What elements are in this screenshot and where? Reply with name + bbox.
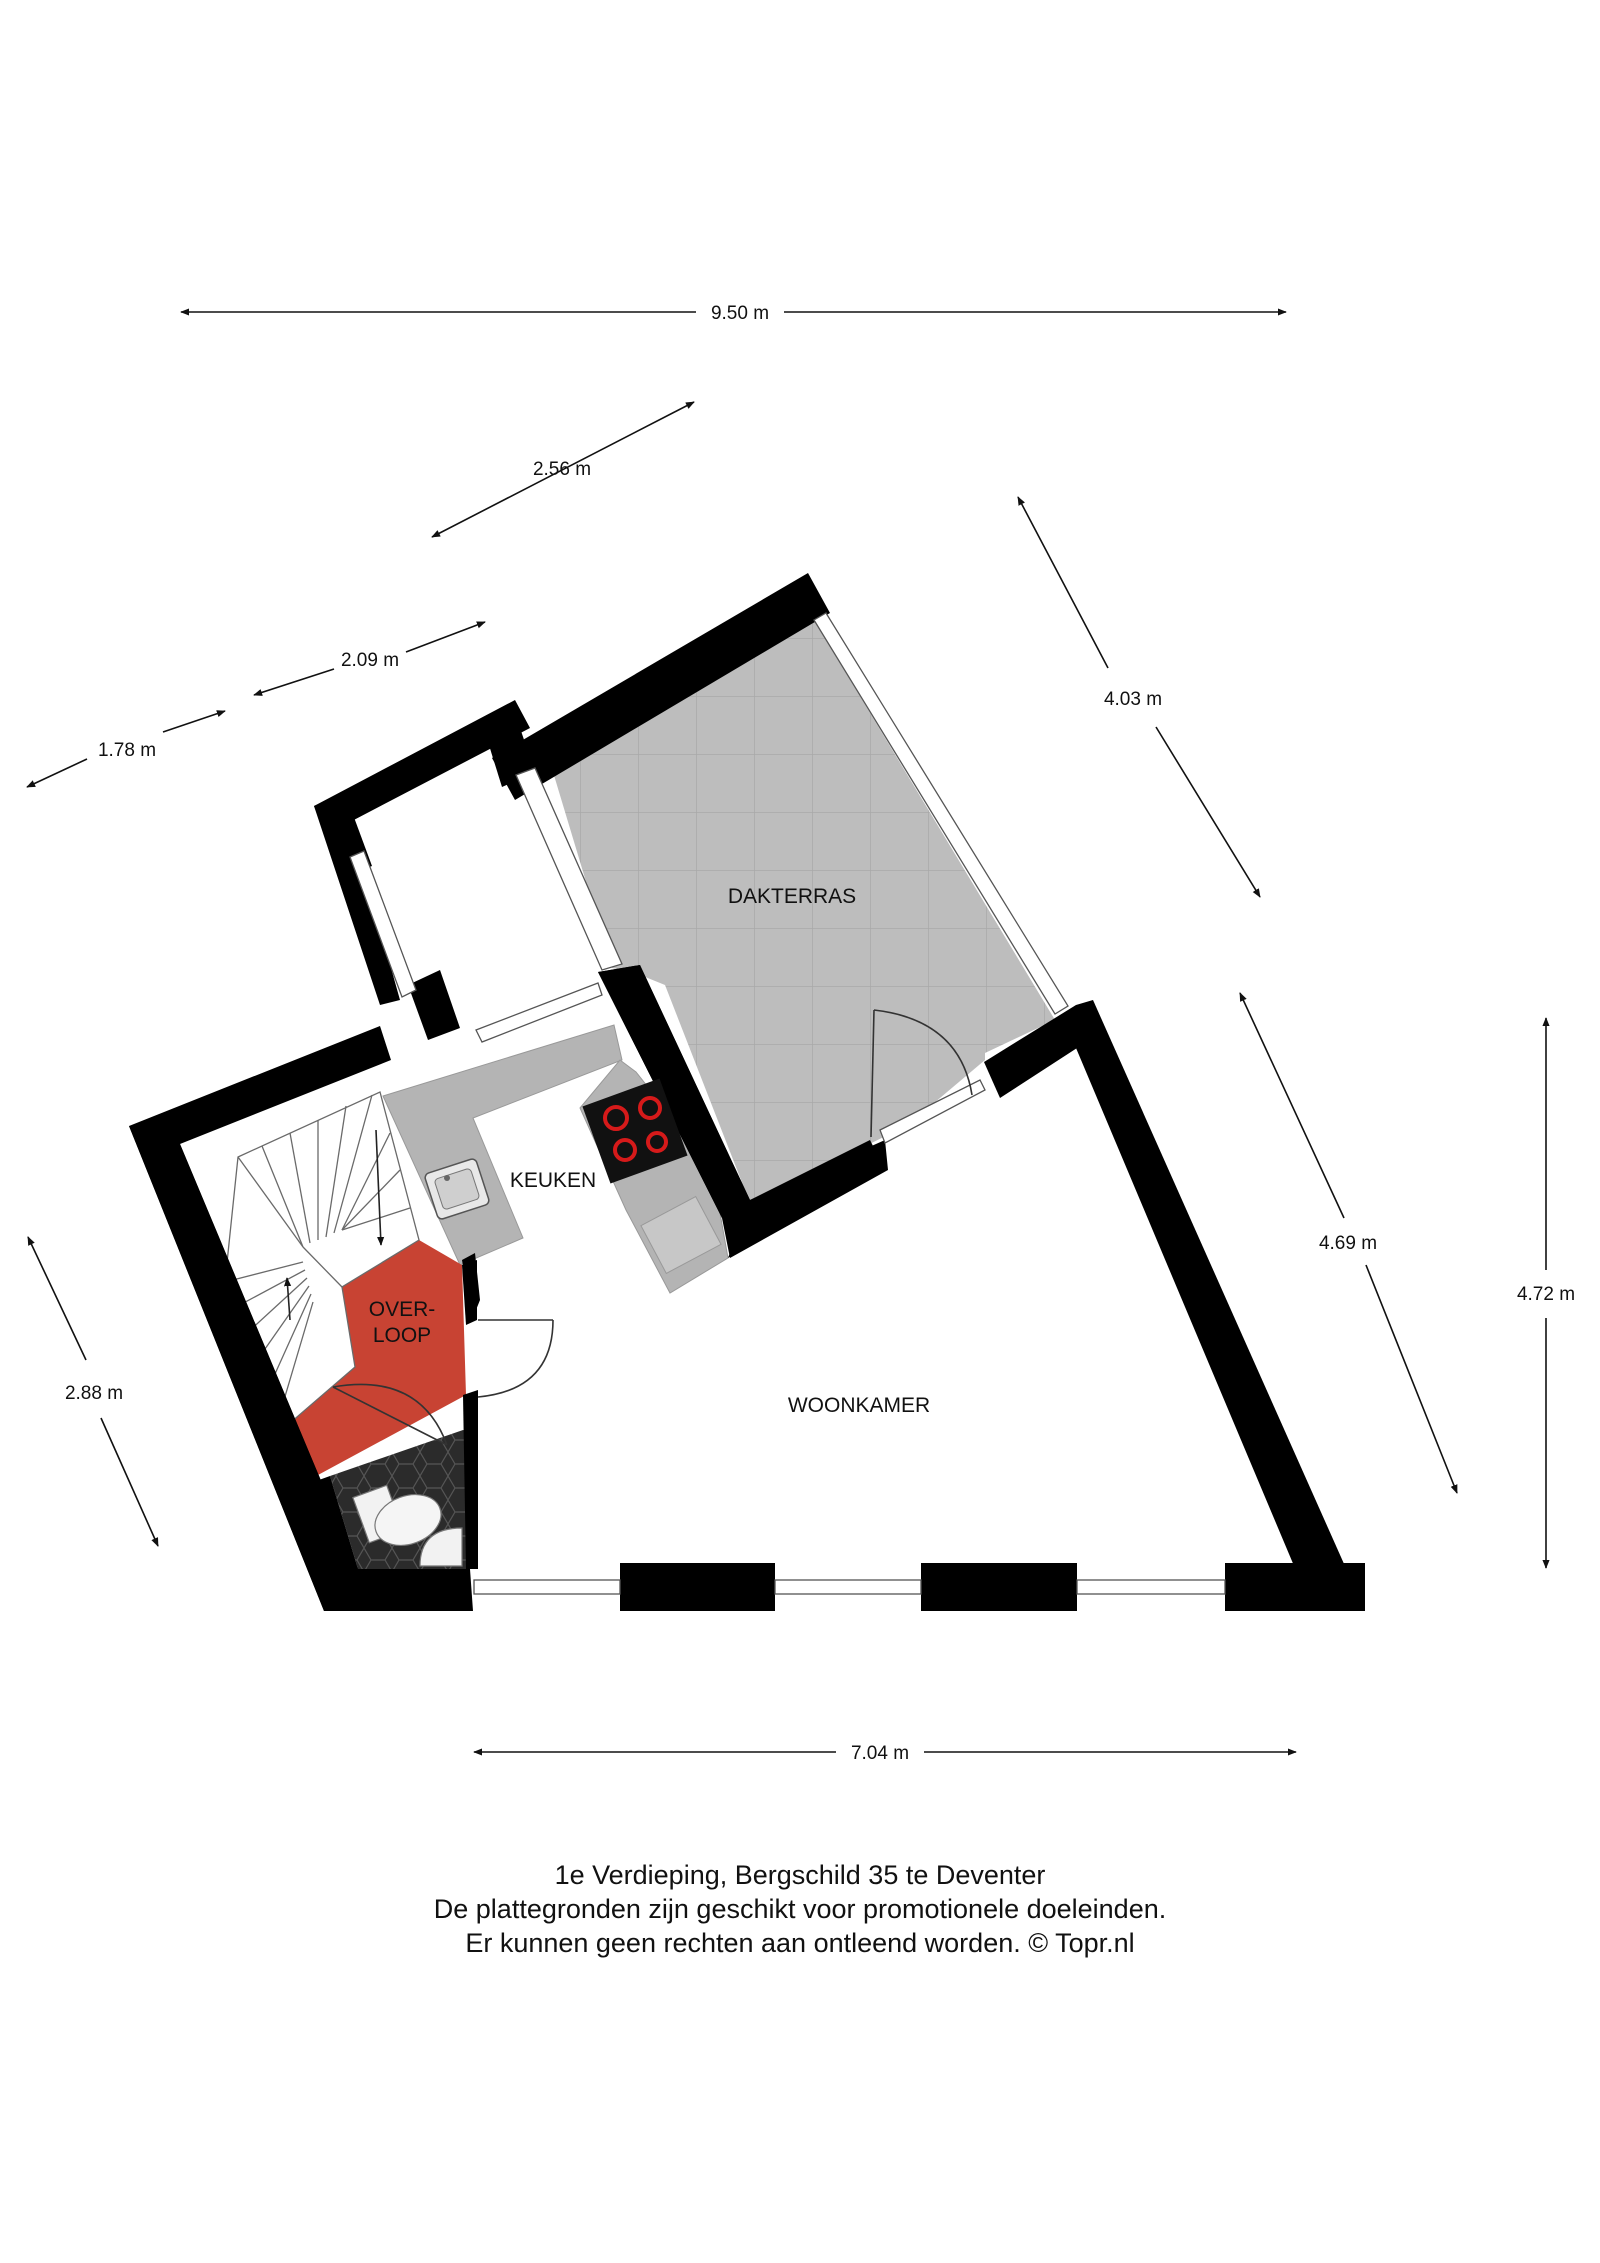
windows — [349, 612, 1226, 1595]
window-left-room — [349, 850, 417, 998]
wall-bottom-segment-3 — [1225, 1563, 1365, 1611]
dim-diag-b-label: 2.09 m — [341, 650, 399, 671]
room-label-keuken: KEUKEN — [510, 1169, 596, 1192]
caption-line-1: 1e Verdieping, Bergschild 35 te Deventer — [554, 1860, 1046, 1890]
hob-icon — [582, 1078, 688, 1184]
dim-right-vertical-label: 4.72 m — [1517, 1284, 1575, 1305]
dimension-labels: 9.50 m 2.56 m 2.09 m 1.78 m 4.03 m 4.69 … — [65, 303, 1575, 1764]
wall-upper-left-room — [314, 700, 530, 1005]
walls — [129, 573, 1365, 1611]
dim-diag-a-line — [431, 401, 695, 538]
dim-right-diag-line — [1239, 992, 1345, 1219]
window-bottom-3 — [1076, 1579, 1226, 1595]
terrace-door — [870, 1009, 973, 1138]
room-labels: DAKTERRAS KEUKEN OVER- LOOP WOONKAMER — [369, 885, 930, 1417]
toilet-door — [332, 1383, 448, 1446]
dim-diag-a-label: 2.56 m — [533, 459, 591, 480]
window-terrace-door — [879, 1079, 986, 1144]
dim-right-diag-label: 4.69 m — [1319, 1233, 1377, 1254]
wall-toilet-right — [463, 1390, 478, 1569]
dimension-lines — [26, 308, 1550, 1756]
wall-left-thick — [129, 1126, 358, 1611]
room-label-overloop-1: OVER- — [369, 1298, 436, 1321]
wall-terrace-bottom — [728, 1140, 885, 1258]
window-bottom-1 — [473, 1579, 621, 1595]
washbasin-icon — [419, 1527, 463, 1567]
dim-diag-c-label: 1.78 m — [98, 740, 156, 761]
wall-woonkamer-right — [1076, 1000, 1365, 1611]
dim-bottom-width-label: 7.04 m — [851, 1743, 909, 1764]
kitchen-door — [477, 1319, 554, 1398]
kitchen-appliance — [640, 1195, 722, 1275]
toilet-icon — [352, 1484, 442, 1546]
dim-terrace-side-label: 4.03 m — [1104, 689, 1162, 710]
dim-right-diag-line — [1365, 1264, 1458, 1494]
wall-overloop-right — [462, 1260, 477, 1325]
wall-pillar-mid — [408, 970, 460, 1040]
plan-caption: 1e Verdieping, Bergschild 35 te Deventer… — [0, 1858, 1600, 1960]
room-label-woonkamer: WOONKAMER — [788, 1394, 930, 1417]
dim-diag-c-line — [162, 710, 226, 733]
dim-left-diag-label: 2.88 m — [65, 1383, 123, 1404]
kitchen-counter-left — [382, 1024, 623, 1266]
wall-terrace-right-stub — [984, 1005, 1094, 1098]
wall-terrace-top — [492, 573, 830, 800]
dim-diag-b-line — [405, 621, 486, 653]
dim-terrace-side-line — [1155, 726, 1261, 898]
dim-top-width-label: 9.50 m — [711, 303, 769, 324]
caption-line-2: De plattegronden zijn geschikt voor prom… — [433, 1894, 1167, 1924]
room-label-overloop-2: LOOP — [373, 1324, 431, 1347]
wall-bottom-segment-1 — [620, 1563, 775, 1611]
dim-left-diag-line — [27, 1236, 87, 1361]
window-terrace-right — [813, 612, 1069, 1015]
room-label-dakterras: DAKTERRAS — [728, 885, 856, 908]
window-terrace-strip — [515, 767, 623, 971]
window-kitchen-top — [475, 982, 603, 1043]
dim-diag-c-line — [26, 758, 88, 788]
doors — [332, 1009, 973, 1446]
dim-left-diag-line — [100, 1417, 159, 1547]
caption-line-3: Er kunnen geen rechten aan ontleend word… — [465, 1928, 1135, 1958]
wall-toilet-left — [305, 1476, 358, 1569]
fixtures — [352, 1078, 688, 1567]
sink-icon — [424, 1158, 490, 1220]
dim-diag-b-line — [253, 668, 335, 696]
window-bottom-2 — [774, 1579, 922, 1595]
overloop-floor — [290, 1240, 466, 1475]
dim-terrace-side-line — [1017, 496, 1109, 669]
dakterras-floor — [553, 620, 1055, 1203]
wall-bottom-segment-2 — [921, 1563, 1077, 1611]
